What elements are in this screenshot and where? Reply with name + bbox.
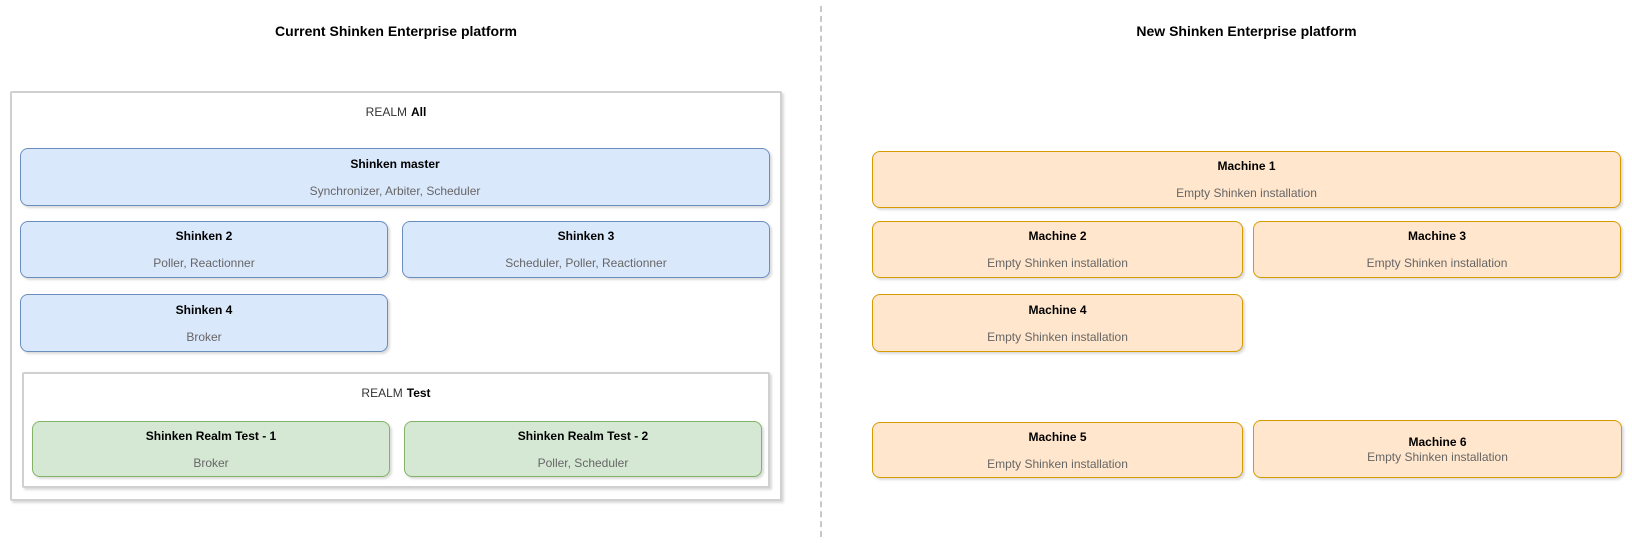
node-title: Machine 6 — [1408, 434, 1467, 449]
panel-divider-dashed-line — [820, 6, 822, 537]
node-title: Machine 5 — [1028, 429, 1087, 444]
node-title: Shinken master — [350, 156, 440, 171]
realm-all-label-prefix: REALM — [365, 105, 407, 119]
node-shinken-2: Shinken 2 Poller, Reactionner — [20, 221, 388, 278]
node-shinken-master: Shinken master Synchronizer, Arbiter, Sc… — [20, 148, 770, 206]
node-title: Machine 1 — [1217, 159, 1276, 173]
node-title: Shinken Realm Test - 1 — [145, 428, 277, 443]
node-subtitle: Poller, Scheduler — [537, 455, 629, 470]
node-title: Shinken 3 — [557, 229, 615, 243]
realm-test-label-prefix: REALM — [361, 386, 403, 400]
node-subtitle: Empty Shinken installation — [987, 256, 1128, 270]
node-subtitle: Empty Shinken installation — [1176, 186, 1317, 200]
node-subtitle: Empty Shinken installation — [1367, 449, 1508, 464]
node-machine-2: Machine 2 Empty Shinken installation — [872, 221, 1243, 278]
node-subtitle: Empty Shinken installation — [987, 329, 1128, 344]
node-subtitle: Empty Shinken installation — [1366, 256, 1508, 270]
node-shinken-realm-test-1: Shinken Realm Test - 1 Broker — [32, 421, 390, 477]
realm-all-label: REALM All — [12, 105, 780, 120]
node-subtitle: Broker — [186, 329, 222, 344]
node-subtitle: Broker — [193, 455, 229, 470]
node-subtitle: Scheduler, Poller, Reactionner — [505, 256, 667, 270]
node-machine-6: Machine 6 Empty Shinken installation — [1253, 420, 1622, 478]
node-shinken-realm-test-2: Shinken Realm Test - 2 Poller, Scheduler — [404, 421, 762, 477]
node-shinken-3: Shinken 3 Scheduler, Poller, Reactionner — [402, 221, 770, 278]
node-machine-3: Machine 3 Empty Shinken installation — [1253, 221, 1621, 278]
node-machine-4: Machine 4 Empty Shinken installation — [872, 294, 1243, 352]
node-title: Shinken 4 — [175, 302, 233, 317]
node-shinken-4: Shinken 4 Broker — [20, 294, 388, 352]
node-title: Shinken 2 — [175, 229, 233, 243]
realm-test-label-name: Test — [406, 386, 431, 400]
node-machine-1: Machine 1 Empty Shinken installation — [872, 151, 1621, 208]
node-title: Machine 4 — [1028, 302, 1087, 317]
node-title: Machine 3 — [1407, 229, 1467, 243]
node-subtitle: Poller, Reactionner — [153, 256, 255, 270]
node-subtitle: Synchronizer, Arbiter, Scheduler — [309, 183, 481, 198]
node-machine-5: Machine 5 Empty Shinken installation — [872, 422, 1243, 478]
node-title: Shinken Realm Test - 2 — [517, 428, 649, 443]
right-panel-title: New Shinken Enterprise platform — [1136, 23, 1357, 39]
realm-all-label-name: All — [411, 105, 427, 119]
node-title: Machine 2 — [1028, 229, 1087, 243]
left-panel-title: Current Shinken Enterprise platform — [275, 23, 517, 39]
node-subtitle: Empty Shinken installation — [987, 456, 1128, 471]
